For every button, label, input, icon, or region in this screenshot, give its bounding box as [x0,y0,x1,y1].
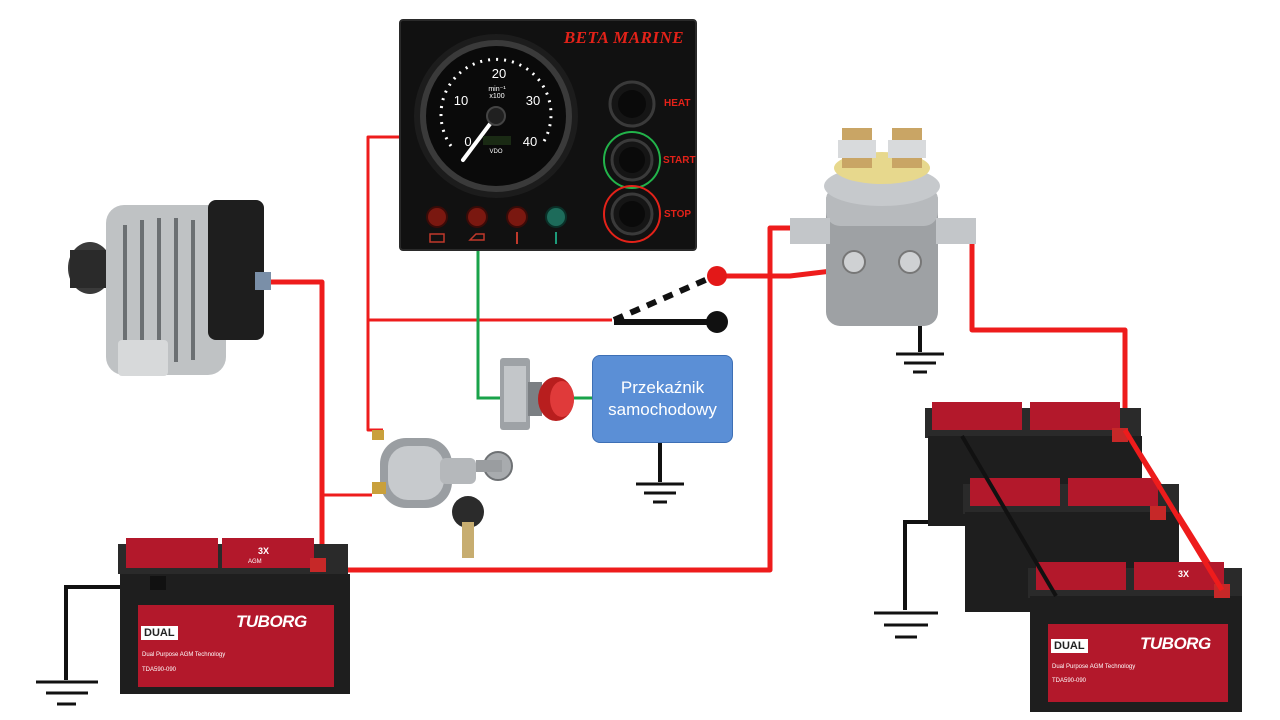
relay-label-line2: samochodowy [608,400,717,419]
battery-dual-label: DUAL [141,626,178,640]
car-relay-box: Przekaźnik samochodowy [592,355,733,443]
ground-symbol [636,482,684,504]
battery-bank-3 [1028,562,1242,712]
ignition-key-switch [372,430,513,558]
starter-solenoid [790,128,976,326]
battery-brand: TUBORG [236,612,307,631]
alternator-to-battery-wire [268,279,325,570]
switch-contact-open [707,266,727,286]
starter-switch [612,266,728,333]
bank-ground-wire-top [960,434,1058,598]
gauge-unit-bottom: x100 [489,93,505,100]
bank-battery-badge: 3X [1178,569,1190,579]
ground-symbol [36,680,98,706]
heat-label: HEAT [664,98,691,109]
alternator [68,200,271,376]
gauge-tick-0: 0 [464,134,472,149]
battery-icon [429,233,445,243]
start-label: START [663,155,696,166]
battery-main-bus-wire [322,225,790,573]
bank-battery-brand: TUBORG [1140,634,1211,653]
control-panel [399,19,697,251]
temperature-warning-light [506,206,528,228]
oil-warning-light [466,206,488,228]
battery-tech: AGM [248,559,262,565]
bank-battery-subtitle: Dual Purpose AGM Technology [1052,664,1136,670]
positive-wires [268,135,1228,592]
bank-series-wire-top [1122,428,1225,592]
gauge-unit-top: min⁻¹ [488,86,506,93]
gauge-tick-40: 40 [522,134,538,149]
gauge-tick-30: 30 [525,93,541,108]
stop-label: STOP [664,209,692,220]
gauge-tick-20: 20 [491,66,507,81]
panel-brand: BETA MARINE [563,28,685,47]
battery-subtitle: Dual Purpose AGM Technology [142,652,226,658]
tachometer [414,34,578,198]
solenoid-to-bank-wire [969,232,1128,430]
gauge-maker: VDO [489,149,503,155]
bank-battery-code: TDA590-090 [1052,678,1087,684]
ground-symbol [874,611,938,639]
switch-to-solenoid-wire [717,267,841,279]
signal-wire [476,250,500,400]
gauge-tick-10: 10 [453,93,469,108]
start-push-button [500,358,574,430]
panel-buttons [603,80,661,243]
warning-lights [426,206,567,244]
relay-label-line1: Przekaźnik [620,378,705,397]
battery-badge: 3X [258,546,270,556]
oil-icon [468,233,485,241]
ground-symbol [896,352,944,374]
switch-contact-closed [706,311,728,333]
bank-battery-dual-label: DUAL [1051,639,1088,653]
glow-warning-light [545,206,567,228]
battery-warning-light [426,206,448,228]
battery-code: TDA590-090 [142,667,177,673]
